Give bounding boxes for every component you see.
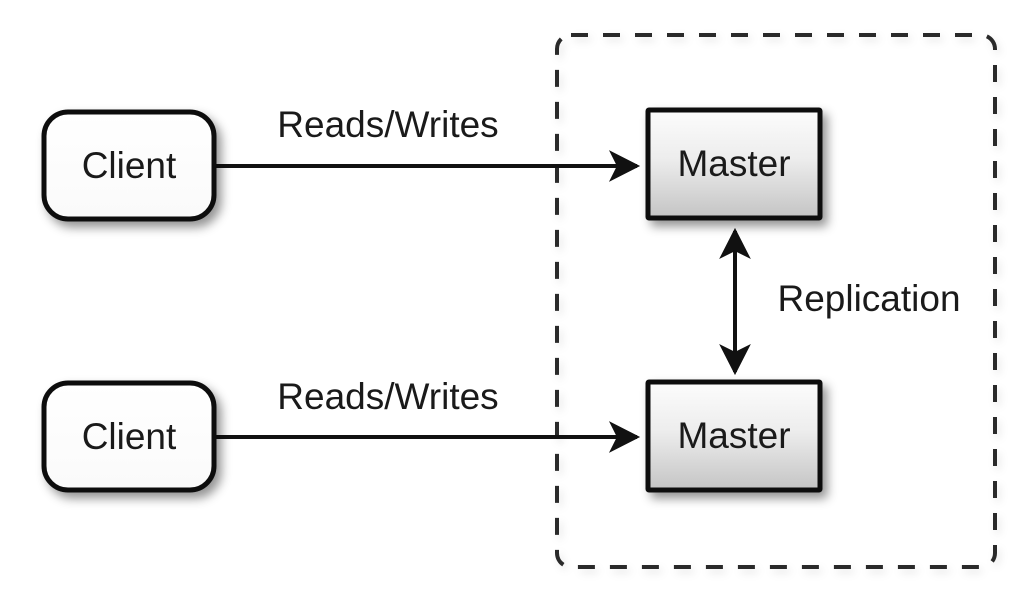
group-dashed-border [555,33,997,569]
master-top-box[interactable] [645,107,823,221]
edge-label-replication: Replication [777,278,960,319]
node-master-top[interactable]: Master [645,107,823,221]
client-bottom-label: Client [82,416,177,457]
node-client-bottom[interactable]: Client [41,380,217,493]
node-client-top[interactable]: Client [41,109,217,222]
edge-reads-writes-bottom: Reads/Writes [214,376,641,453]
edge-label-reads-writes-bottom: Reads/Writes [277,376,498,417]
replication-group-container [555,33,997,569]
edge-replication: Replication [719,227,961,376]
client-top-label: Client [82,145,177,186]
master-bottom-label: Master [677,415,790,456]
client-bottom-box[interactable] [41,380,217,493]
node-master-bottom[interactable]: Master [645,379,823,493]
master-top-label: Master [677,143,790,184]
edge-reads-writes-top: Reads/Writes [214,104,641,182]
master-bottom-box[interactable] [645,379,823,493]
edge-label-reads-writes-top: Reads/Writes [277,104,498,145]
client-top-box[interactable] [41,109,217,222]
